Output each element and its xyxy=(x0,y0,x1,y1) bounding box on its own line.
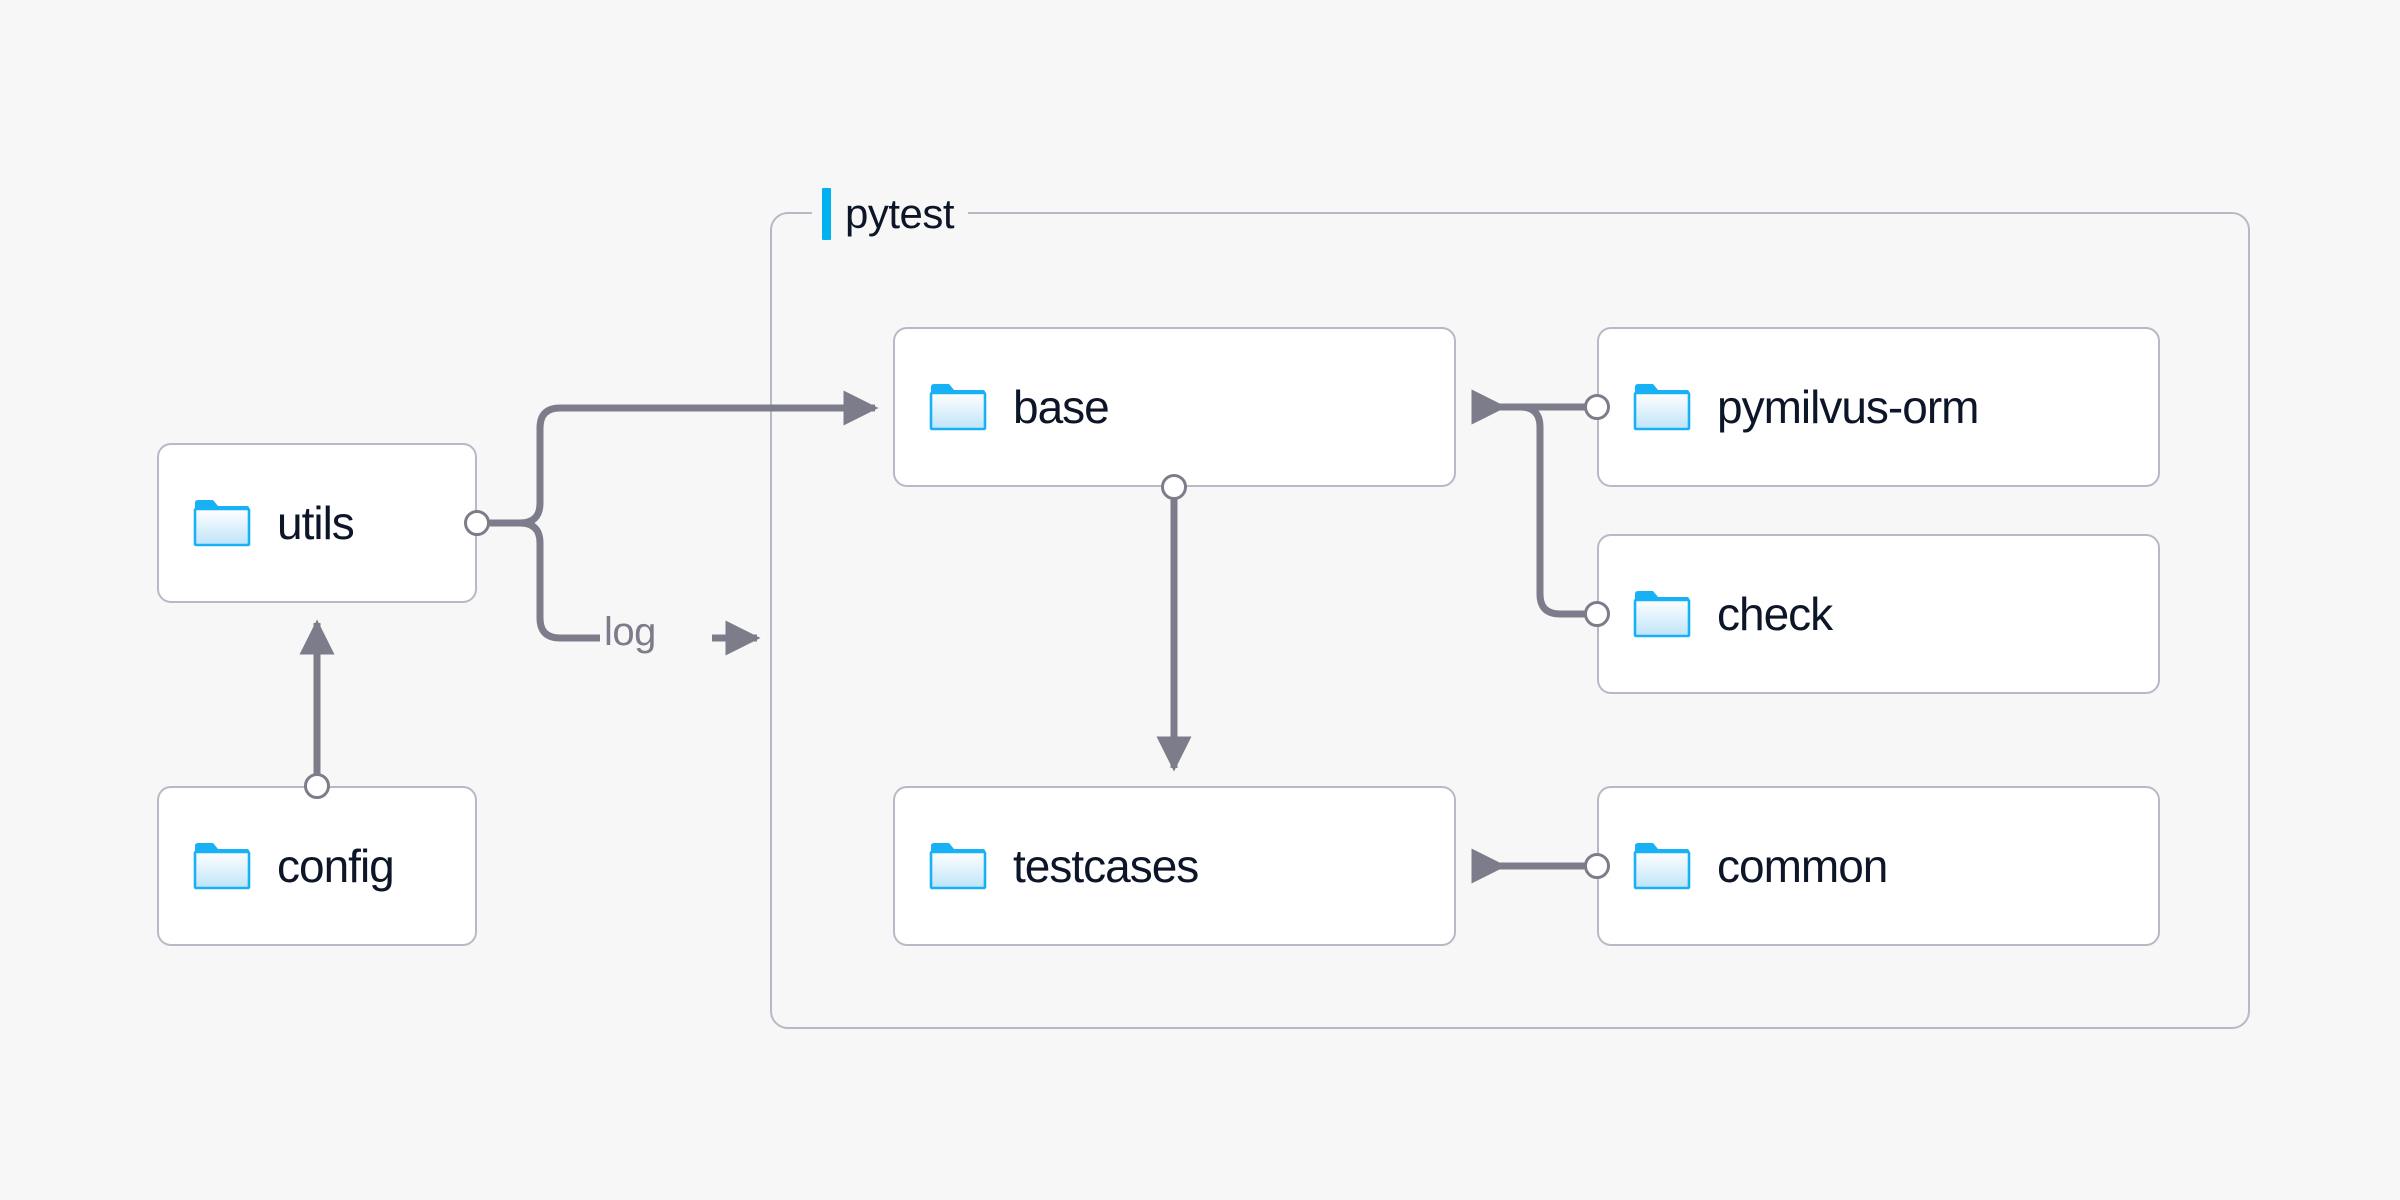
folder-icon xyxy=(193,841,251,891)
node-label: common xyxy=(1717,840,1888,892)
folder-icon xyxy=(1633,589,1691,639)
node-label: base xyxy=(1013,381,1110,433)
node-pymilvus-orm[interactable]: pymilvus-orm xyxy=(1597,327,2160,487)
node-common[interactable]: common xyxy=(1597,786,2160,946)
handle-utils-right[interactable] xyxy=(464,510,490,536)
folder-icon xyxy=(193,498,251,548)
edge-label-log: log xyxy=(604,610,656,654)
node-base[interactable]: base xyxy=(893,327,1456,487)
node-label: config xyxy=(277,840,395,892)
folder-icon xyxy=(929,382,987,432)
handle-base-bottom[interactable] xyxy=(1161,474,1187,500)
node-testcases[interactable]: testcases xyxy=(893,786,1456,946)
node-label: check xyxy=(1717,588,1833,640)
folder-icon xyxy=(1633,841,1691,891)
group-accent-bar xyxy=(822,188,831,240)
edge-utils-log xyxy=(477,519,600,642)
handle-pymilvus-orm-left[interactable] xyxy=(1584,394,1610,420)
handle-common-left[interactable] xyxy=(1584,853,1610,879)
folder-icon xyxy=(1633,382,1691,432)
handle-config-top[interactable] xyxy=(304,773,330,799)
handle-check-left[interactable] xyxy=(1584,601,1610,627)
node-label: testcases xyxy=(1013,840,1199,892)
node-label: pymilvus-orm xyxy=(1717,381,1979,433)
node-config[interactable]: config xyxy=(157,786,477,946)
group-label-pytest: pytest xyxy=(812,188,969,240)
folder-icon xyxy=(929,841,987,891)
node-check[interactable]: check xyxy=(1597,534,2160,694)
node-label: utils xyxy=(277,497,355,549)
group-label-text: pytest xyxy=(845,190,955,237)
group-box-pytest[interactable] xyxy=(770,212,2250,1029)
node-utils[interactable]: utils xyxy=(157,443,477,603)
